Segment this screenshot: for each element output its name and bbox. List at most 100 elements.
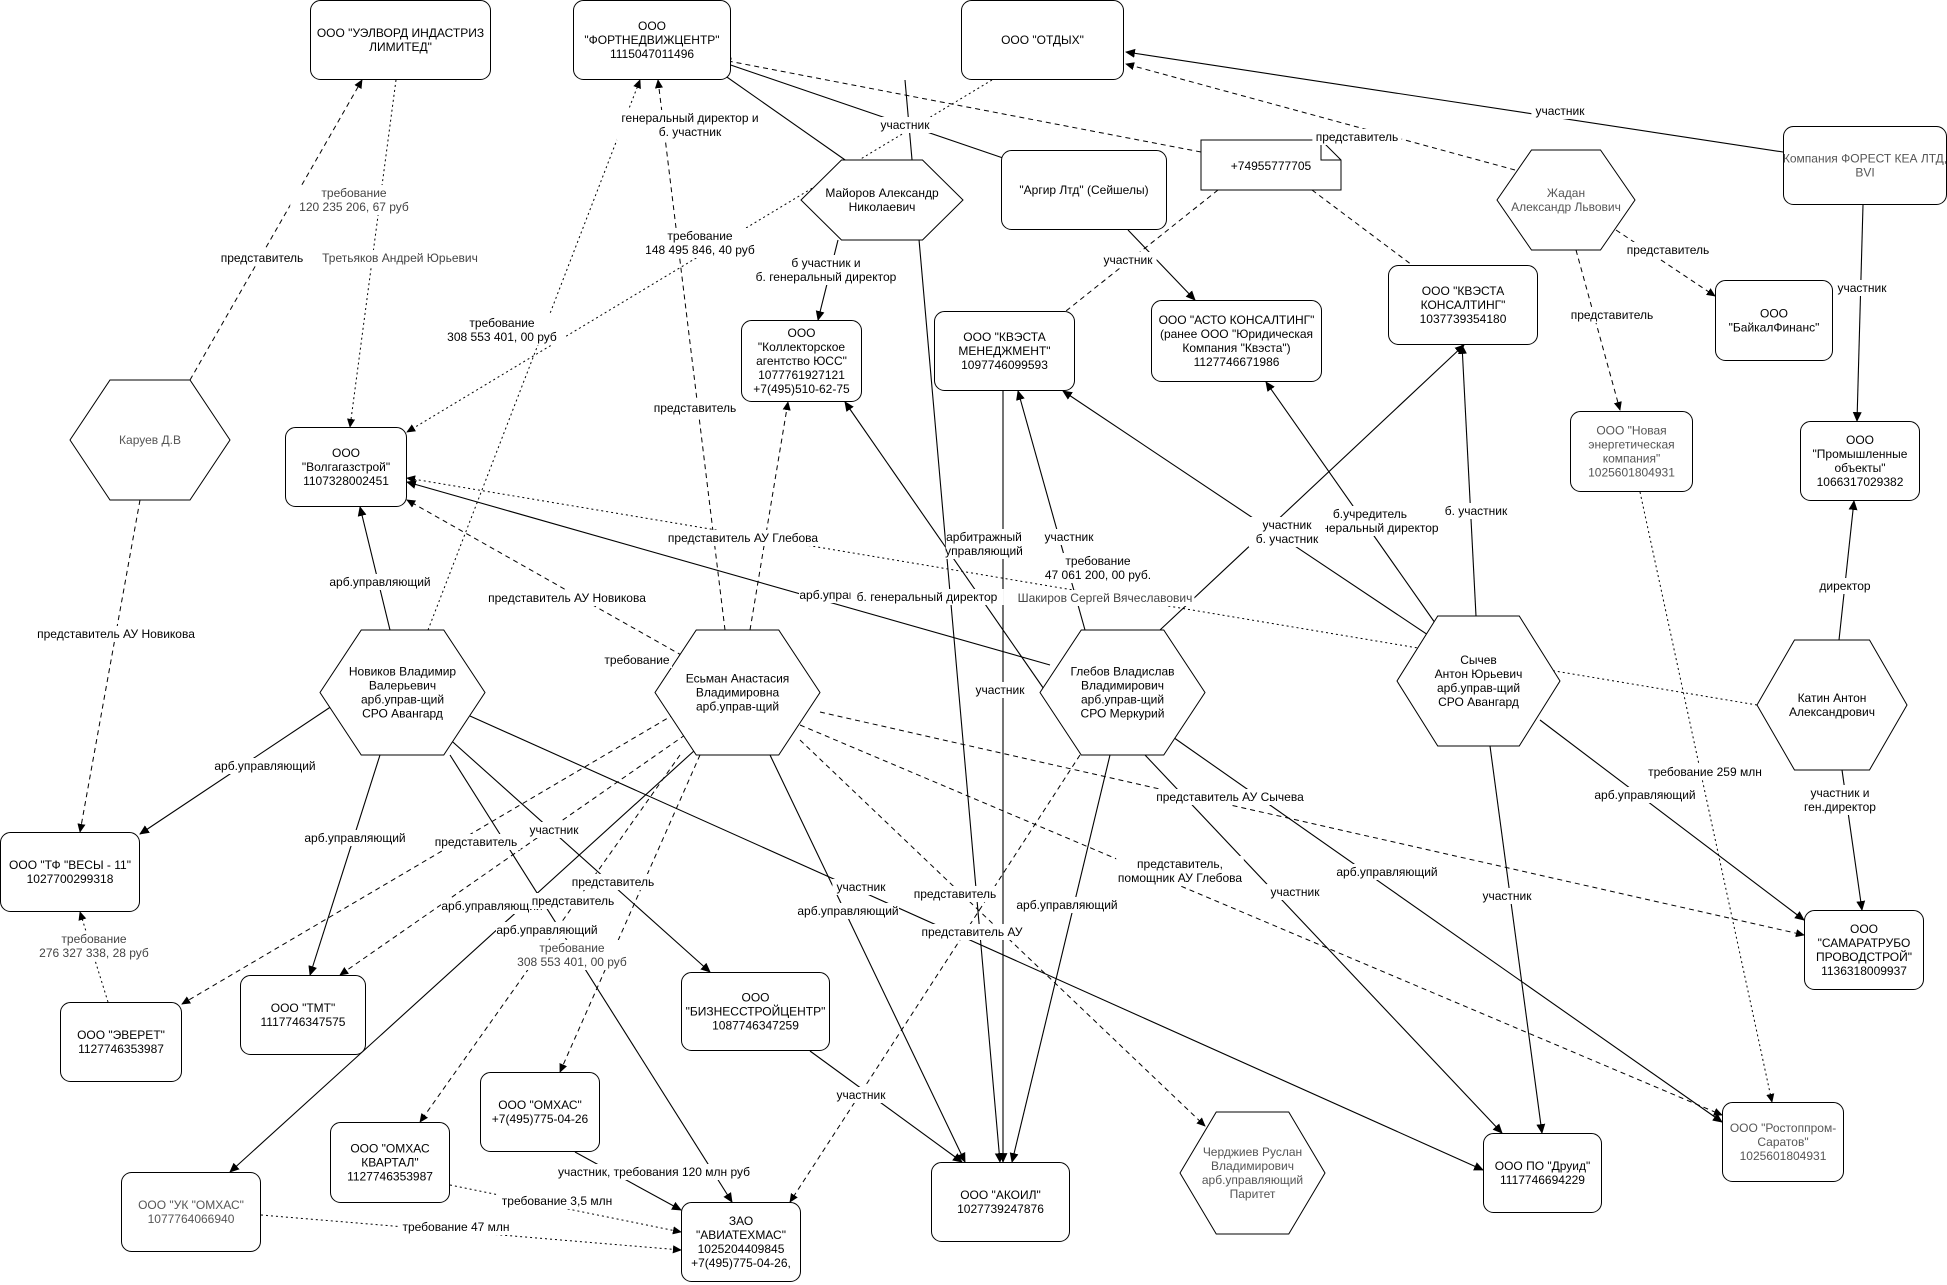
node-label-line: "САМАРАТРУБО (1818, 936, 1911, 950)
edge-label-background (441, 898, 543, 914)
node-box (480, 1072, 600, 1152)
edge-label-l15: представитель (650, 400, 740, 416)
edge-label-line: арб.управляющий (1336, 865, 1437, 879)
node-label-line: ЛИМИТЕД" (369, 40, 432, 54)
edge-label-l31: представитель АУ Новикова (33, 626, 199, 642)
edge-glebov-druid (1144, 754, 1503, 1134)
edge-label-background (548, 1164, 760, 1180)
edge-label-l42: представитель (528, 893, 618, 909)
node-label-line: 1077761927121 (758, 368, 845, 382)
edge-label-l24: арб.управляющий (329, 574, 431, 590)
edge-label-background (329, 574, 431, 590)
edge-label-line: представитель (654, 401, 737, 415)
edge-esman-omhas (559, 754, 701, 1073)
edge-forest-otdyh (1125, 48, 1784, 153)
node-hexagon (69, 379, 231, 501)
edge-label-background (528, 893, 618, 909)
edge-argir-fortned (715, 58, 1004, 159)
edge-esman-volga (406, 499, 691, 661)
node-hexagon (1039, 629, 1206, 756)
edge-label-background (850, 589, 1004, 605)
edge-label-background (876, 117, 934, 133)
node-hexagon (1396, 615, 1561, 747)
node-aviatex: ЗАО"АВИАТЕХМАС"1025204409845+7(495)775-0… (681, 1202, 801, 1282)
edge-label-l41: арб.управляющий (441, 898, 543, 914)
edge-mayorov-fortned (713, 67, 849, 163)
edge-label-l30: директор (1816, 578, 1874, 594)
node-box (741, 320, 862, 402)
edge-everet-vesy (78, 911, 109, 1003)
node-argir: "Аргир Лтд" (Сейшелы) (1001, 150, 1167, 230)
edge-label-line: требование (667, 229, 733, 243)
edge-label-background (398, 1219, 514, 1235)
edge-label-line: б. участник (659, 125, 722, 139)
node-label-line: 1027739247876 (957, 1202, 1044, 1216)
edge-label-text: требование 3,5 млн (502, 1194, 612, 1208)
node-box (573, 0, 731, 80)
edge-biznes-akoil (809, 1050, 963, 1163)
edge-label-line: участник (975, 683, 1025, 697)
node-everet: ООО "ЭВЕРЕТ"1127746353987 (60, 1002, 182, 1082)
node-label: ООО "УК "ОМХАС"1077764066940 (138, 1198, 244, 1226)
node-box (1570, 411, 1693, 492)
edge-omhaskv-aviatex (449, 1184, 682, 1235)
edge-label-line: арб.управляющий (329, 575, 430, 589)
node-label-line: 1107328002451 (303, 474, 389, 488)
node-label: Каруев Д.В (119, 433, 181, 447)
node-label: ООО "АКОИЛ"1027739247876 (957, 1188, 1044, 1216)
edge-sychev-samara (1539, 719, 1805, 921)
edge-label-text: участник (836, 880, 886, 894)
node-label-line: "БайкалФинанс" (1729, 320, 1820, 334)
node-label-line: агентство ЮСС" (756, 354, 847, 368)
edge-label-line: арб.управляющий (1016, 898, 1117, 912)
node-label-line: компания" (1603, 451, 1661, 465)
edge-label-l2: участник (876, 117, 934, 133)
edge-fortned-akoil (904, 79, 1004, 1163)
edge-label-background (496, 922, 598, 938)
edge-label-l12: представитель (217, 250, 307, 266)
edge-novikov-druid (469, 715, 1484, 1171)
edge-label-line: участник (1482, 889, 1532, 903)
edge-novikov-fortned (427, 79, 641, 631)
node-label-line: 1136318009937 (1821, 964, 1907, 978)
edge-label-l45: арб.управляющий (797, 903, 899, 919)
node-label-line: 1066317029382 (1817, 475, 1904, 489)
edge-esman-fortned (654, 79, 726, 631)
node-label-line: +7(495)510-62-75 (753, 382, 850, 396)
node-hexagon (654, 629, 821, 756)
edge-label-line: участник (1262, 518, 1312, 532)
edge-label-text: директор (1819, 579, 1870, 593)
node-label: +74955777705 (1231, 159, 1312, 173)
edge-label-line: 47 061 200, 00 руб. (1045, 568, 1151, 582)
node-label: ООО"ФОРТНЕДВИЖЦЕНТР"1115047011496 (584, 19, 719, 61)
node-label-line: Антон Юрьевич (1435, 667, 1523, 681)
node-box (931, 1162, 1070, 1242)
edge-label-l6: представитель (1567, 307, 1657, 323)
edge-label-line: участник (1044, 530, 1094, 544)
edge-sychev-kvestak (1458, 344, 1477, 617)
node-label-line: ООО "ОМХАС" (498, 1098, 582, 1112)
node-note (1200, 139, 1342, 191)
edge-label-line: представитель (1571, 308, 1654, 322)
node-label-line: МЕНЕДЖМЕНТ" (958, 344, 1050, 358)
node-label-line: ООО "ТФ "ВЕСЫ - 11" (9, 858, 131, 872)
edge-label-background (290, 185, 418, 215)
node-label: ООО "ОМХАС"+7(495)775-04-26 (492, 1098, 589, 1126)
edge-label-background (1478, 888, 1536, 904)
edge-label-text: арб.управляющий (1016, 898, 1117, 912)
node-label-line: +7(495)775-04-26, (691, 1256, 791, 1270)
node-karuev: Каруев Д.В (69, 379, 231, 501)
